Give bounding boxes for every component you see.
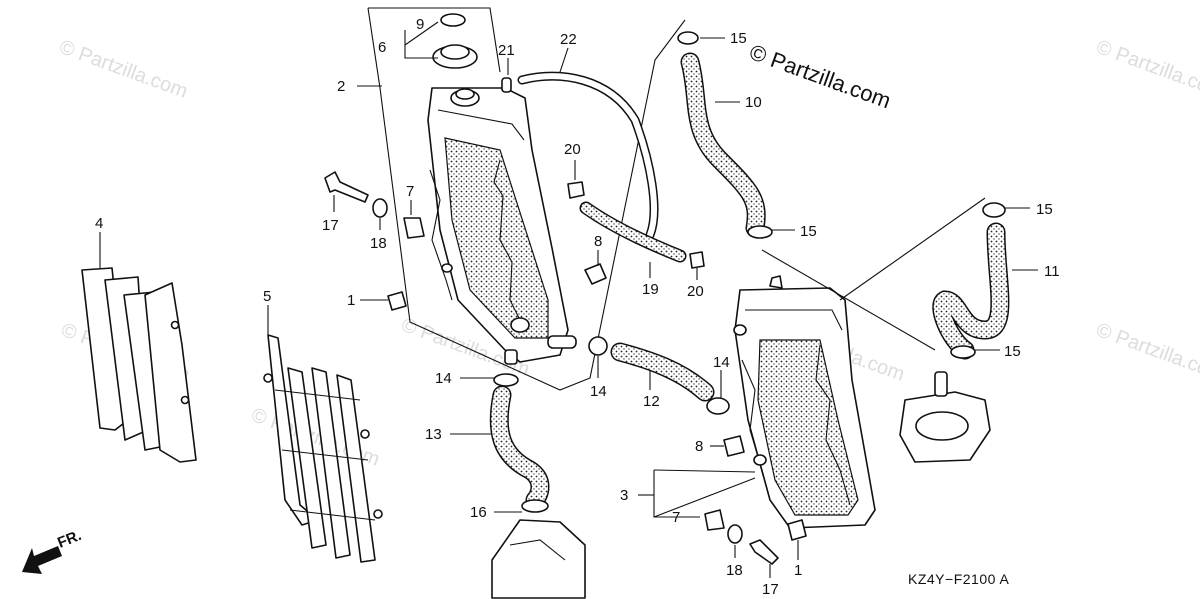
callout-15-mid: 15 (800, 223, 817, 240)
callout-8-lower: 8 (695, 438, 703, 455)
callout-2: 2 (337, 78, 345, 95)
callout-7-lower: 7 (672, 509, 680, 526)
callout-9: 9 (416, 16, 424, 33)
hoses (489, 52, 1010, 510)
callout-14-right: 14 (713, 354, 730, 371)
front-direction-indicator: FR. (22, 527, 84, 574)
callout-14-left: 14 (435, 370, 452, 387)
callout-5: 5 (263, 288, 271, 305)
copyright-text: © Partzilla.com (746, 39, 894, 113)
callout-12: 12 (643, 393, 660, 410)
callout-17-upper: 17 (322, 217, 339, 234)
callout-8-upper: 8 (594, 233, 602, 250)
callout-17-lower: 17 (762, 581, 779, 598)
callout-10: 10 (745, 94, 762, 111)
callout-15-lower: 15 (1004, 343, 1021, 360)
radiator-shroud-left (81, 267, 197, 463)
radiator-louver (263, 334, 383, 563)
callout-3: 3 (620, 487, 628, 504)
callout-1-upper: 1 (347, 292, 355, 309)
callout-21: 21 (498, 42, 515, 59)
watermark-layer: © Partzilla.com © Partzilla.com © Partzi… (56, 36, 1200, 471)
radiator-2-bracket (367, 7, 686, 391)
callout-18-upper: 18 (370, 235, 387, 252)
callout-18-lower: 18 (726, 562, 743, 579)
callout-labels: 9 6 21 22 15 10 2 20 7 17 18 15 15 11 4 … (95, 16, 1060, 598)
diagram-code: KZ4Y−F2100 A (908, 571, 1010, 587)
left-radiator (427, 87, 577, 365)
leader-lines (99, 21, 1038, 578)
small-parts (324, 13, 1006, 599)
watermark-1: © Partzilla.com (56, 36, 190, 103)
callout-22: 22 (560, 31, 577, 48)
front-label: FR. (55, 527, 84, 552)
callout-4: 4 (95, 215, 103, 232)
callout-11: 11 (1044, 263, 1060, 280)
callout-20-lower: 20 (687, 283, 704, 300)
callout-7-upper: 7 (406, 183, 414, 200)
right-radiator (733, 275, 876, 529)
callout-15-right: 15 (1036, 201, 1053, 218)
callout-13: 13 (425, 426, 442, 443)
watermark-2: © Partzilla.com (1093, 36, 1200, 103)
callout-16: 16 (470, 504, 487, 521)
callout-20-upper: 20 (564, 141, 581, 158)
callout-15-top: 15 (730, 30, 747, 47)
callout-1-lower: 1 (794, 562, 802, 579)
callout-14-center: 14 (590, 383, 607, 400)
watermark-6: © Partzilla.com (1093, 319, 1200, 386)
front-arrow-icon (22, 546, 62, 574)
callout-19: 19 (642, 281, 659, 298)
callout-6: 6 (378, 39, 386, 56)
